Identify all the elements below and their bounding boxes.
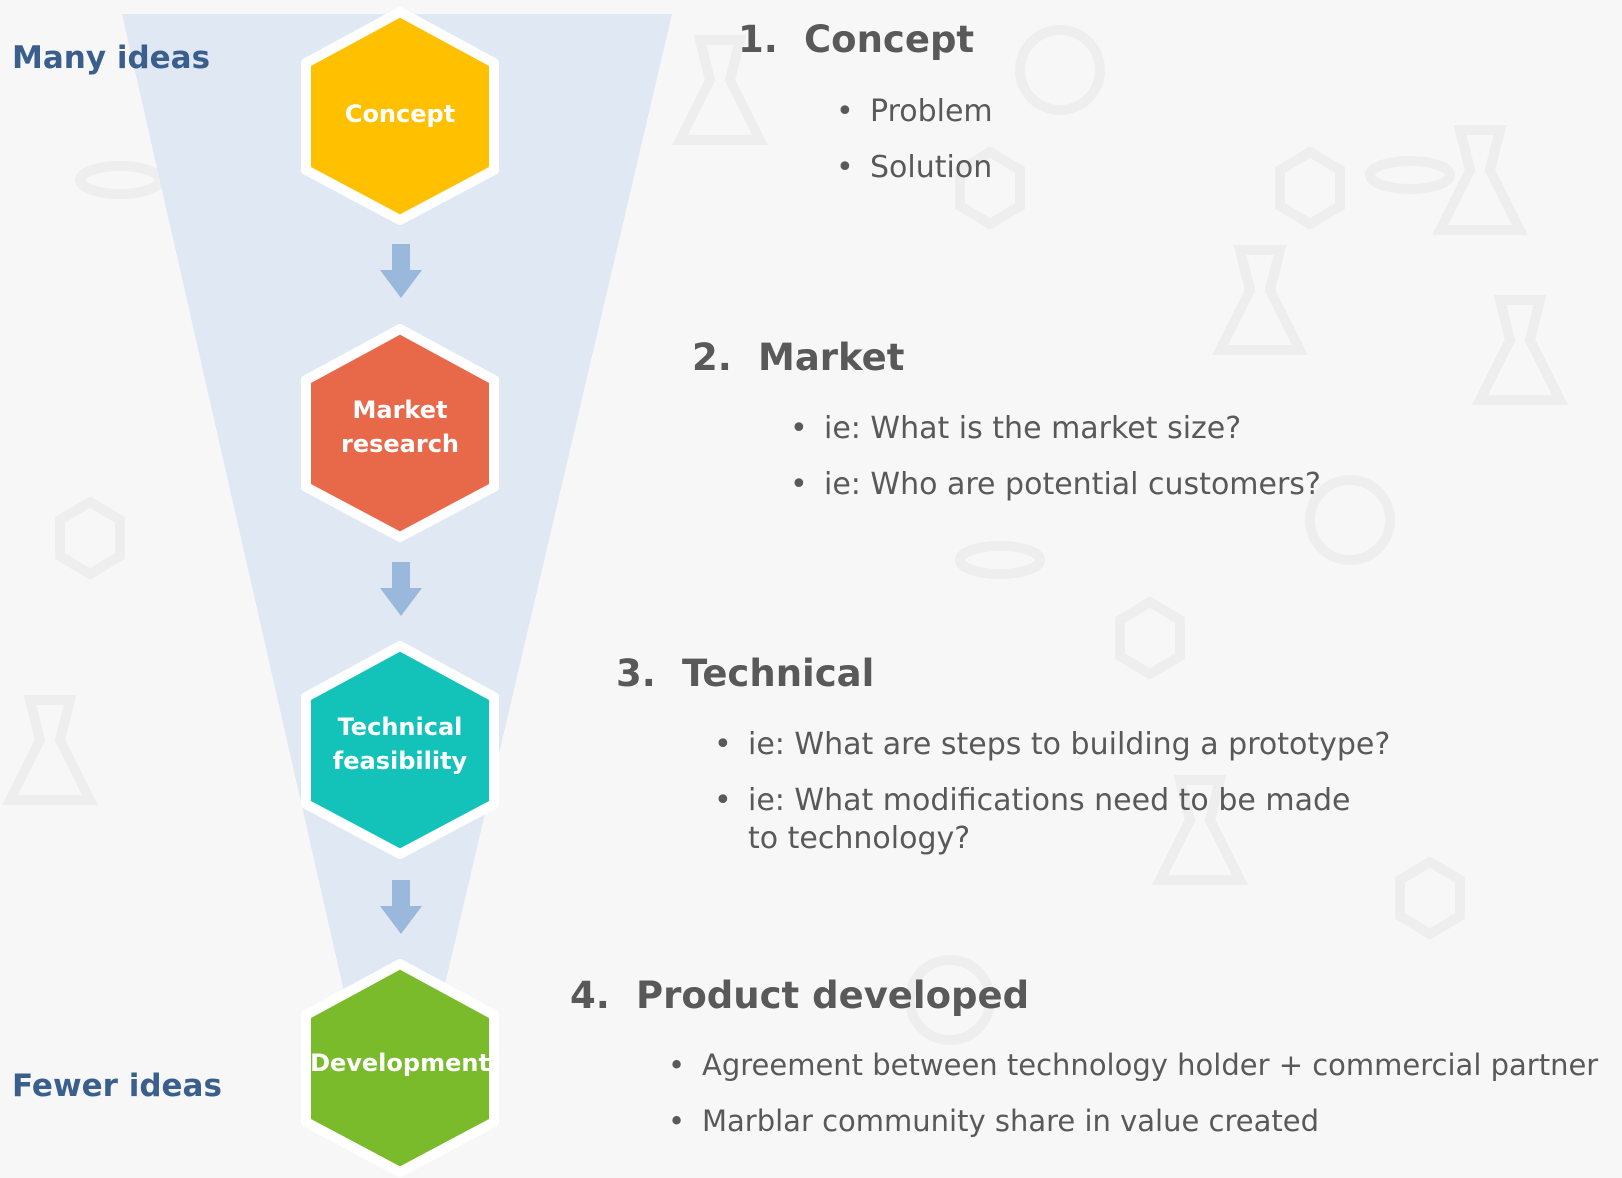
step-4-number: 4. — [570, 974, 610, 1017]
down-arrow-icon — [380, 244, 422, 298]
bullet-icon: • — [668, 1104, 686, 1138]
list-item: •Agreement between technology holder + c… — [668, 1048, 1599, 1082]
bullet-icon: • — [790, 411, 808, 446]
stage-market-research: Market research — [300, 323, 500, 543]
market-hexagon — [301, 324, 499, 542]
step-2-bullets: •ie: What is the market size? •ie: Who a… — [790, 410, 1321, 522]
step-3-title: Technical — [682, 652, 875, 695]
list-item: •ie: What are steps to building a protot… — [714, 727, 1391, 762]
step-4-heading: 4. Product developed — [570, 974, 1029, 1017]
many-ideas-label: Many ideas — [12, 40, 211, 76]
list-item: •ie: Who are potential customers? — [790, 467, 1321, 502]
fewer-ideas-label: Fewer ideas — [12, 1068, 222, 1104]
bullet-icon: • — [836, 94, 854, 129]
step-1-number: 1. — [738, 18, 778, 61]
step-2-heading: 2. Market — [692, 336, 904, 379]
market-stage-label: Market research — [340, 396, 460, 458]
list-item: •Solution — [836, 150, 993, 185]
stage-development: Development — [300, 958, 500, 1178]
down-arrow-icon — [380, 562, 422, 616]
bullet-icon: • — [668, 1048, 686, 1082]
concept-hexagon — [301, 7, 499, 225]
step-4-title: Product developed — [636, 974, 1030, 1017]
concept-stage-label: Concept — [344, 100, 456, 128]
down-arrow-icon — [380, 880, 422, 934]
step-2-number: 2. — [692, 336, 732, 379]
step-3-bullets: •ie: What are steps to building a protot… — [714, 726, 1414, 876]
stage-concept: Concept — [300, 6, 500, 226]
list-item: •ie: What modifications need to be made … — [714, 783, 1351, 856]
step-2-title: Market — [758, 336, 905, 379]
stage-technical-feasibility: Technical feasibility — [300, 640, 500, 860]
technical-hexagon — [301, 641, 499, 859]
step-1-bullets: •Problem •Solution — [836, 93, 993, 205]
technical-stage-label: Technical feasibility — [332, 713, 468, 775]
development-stage-label: Development — [310, 1049, 490, 1077]
step-3-number: 3. — [616, 652, 656, 695]
list-item: •ie: What is the market size? — [790, 411, 1242, 446]
list-item: •Marblar community share in value create… — [668, 1104, 1320, 1138]
bullet-icon: • — [714, 727, 732, 762]
bullet-icon: • — [836, 150, 854, 185]
step-1-title: Concept — [804, 18, 975, 61]
step-1-heading: 1. Concept — [738, 18, 974, 61]
step-3-heading: 3. Technical — [616, 652, 874, 695]
bullet-icon: • — [790, 467, 808, 502]
bullet-icon: • — [714, 783, 732, 818]
list-item: •Problem — [836, 94, 993, 129]
step-4-bullets: •Agreement between technology holder + c… — [668, 1046, 1598, 1158]
